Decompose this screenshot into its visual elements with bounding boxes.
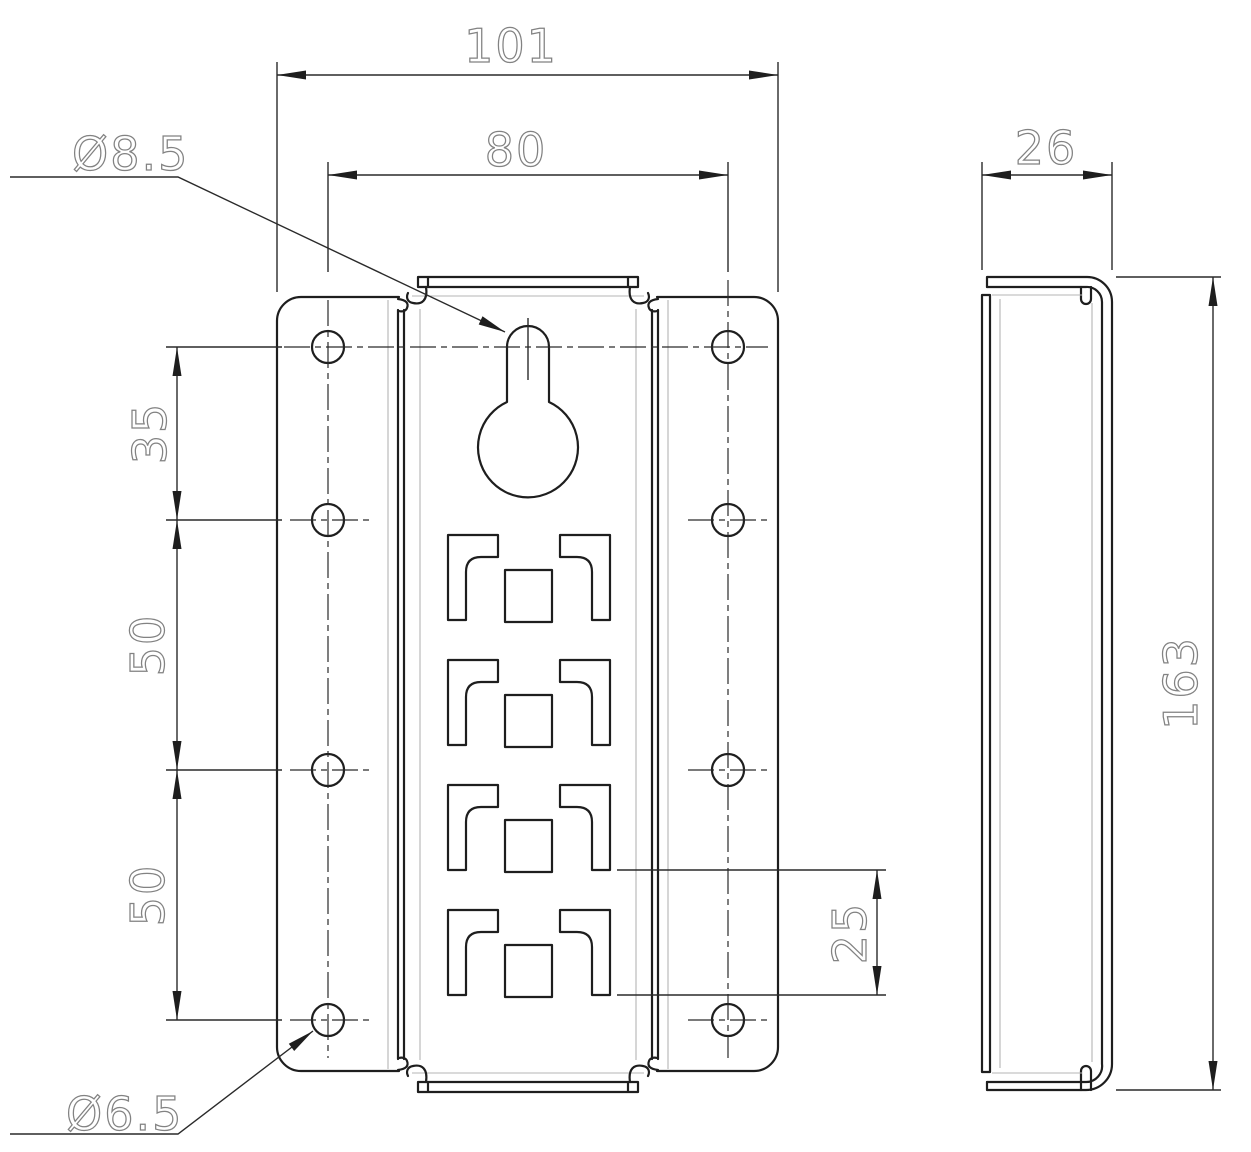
dim-depth: 26 — [981, 120, 1113, 270]
callout-hole-diameter: Ø6.5 — [10, 1030, 314, 1142]
keyhole-slot — [476, 324, 580, 499]
side-profile-inner — [985, 285, 1104, 1084]
side-wing-plate — [980, 293, 992, 1074]
dim-hole-span-label: 80 — [485, 123, 548, 177]
mounting-holes — [310, 329, 746, 1038]
right-wing-outline — [655, 295, 780, 1073]
side-relief-curl-bottom — [1079, 1064, 1093, 1092]
dim-overall-width-label: 101 — [464, 19, 558, 73]
dim-pitch-bottom-label: 50 — [121, 864, 175, 927]
dim-cutout-pitch-label: 25 — [823, 902, 877, 965]
top-rail — [416, 275, 640, 289]
callout-hole-diameter-label: Ø6.5 — [66, 1087, 183, 1141]
bottom-rail — [416, 1080, 640, 1094]
bend-tangent-lines — [387, 295, 669, 1074]
side-tangent-lines — [992, 294, 1093, 1074]
dim-overall-width: 101 — [276, 18, 779, 292]
dim-hole-pitch-chain: 35 50 50 — [120, 346, 282, 1021]
left-bend-lines — [396, 308, 406, 1061]
side-profile-outer — [985, 275, 1114, 1092]
callout-keyhole-diameter-label: Ø8.5 — [72, 127, 189, 181]
side-view — [980, 275, 1114, 1092]
dim-pitch-mid-label: 50 — [121, 614, 175, 677]
front-view — [275, 275, 780, 1094]
dimensions: 101 80 35 50 50 25 — [10, 18, 1221, 1142]
dim-hole-span: 80 — [327, 122, 729, 272]
dim-pitch-top-label: 35 — [123, 402, 177, 465]
bend-relief-curls — [396, 285, 660, 1084]
dim-depth-label: 26 — [1015, 121, 1078, 175]
dim-height: 163 — [1116, 276, 1221, 1091]
dim-height-label: 163 — [1154, 636, 1208, 730]
left-wing-outline — [275, 295, 401, 1073]
dim-cutout-pitch: 25 — [617, 869, 886, 996]
centerlines — [284, 280, 768, 1058]
callout-keyhole-diameter: Ø8.5 — [10, 126, 506, 333]
right-bend-lines — [650, 308, 660, 1061]
strap-cutouts — [446, 533, 612, 999]
side-relief-curl-top — [1079, 285, 1093, 306]
